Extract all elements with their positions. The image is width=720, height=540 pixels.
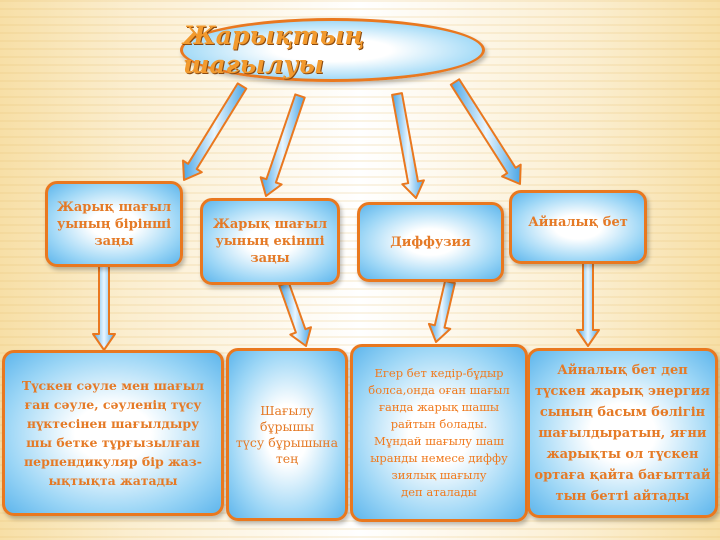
- second-law-line-3: заңы: [250, 251, 290, 266]
- diagram-title: Жарықтың шағылуы: [183, 21, 365, 79]
- title-oval: Жарықтың шағылуы: [180, 18, 485, 82]
- mirror-detail-line-1: Айналық бет деп: [557, 362, 688, 378]
- arrow-second-law-down: [278, 281, 312, 347]
- mirror-surface-label: Айналық бет: [528, 214, 628, 230]
- first-law-line-1: Жарық шағыл: [56, 199, 172, 215]
- arrow-title-to-first-law: [182, 82, 248, 181]
- second-law-line-2: уының екінші: [215, 234, 325, 249]
- first-law-detail-line-1: Түскен сәуле мен шағыл: [21, 378, 205, 393]
- box-mirror-surface: Айналық бет: [509, 190, 647, 264]
- arrow-title-to-diffusion: [391, 92, 425, 199]
- arrow-title-to-second-law: [259, 93, 306, 197]
- mirror-detail-line-6: ортаға қайта бағыттай: [534, 467, 711, 483]
- second-law-line-1: Жарық шағыл: [212, 217, 328, 232]
- second-law-detail-line-2: бұрышы: [259, 418, 315, 434]
- mirror-detail-line-4: шағылдыратын, яғни: [538, 425, 707, 441]
- first-law-detail-line-4: шы бетке тұрғызылған: [26, 435, 200, 450]
- first-law-line-2: уының бірінші: [56, 216, 172, 232]
- first-law-detail-line-6: ықтықта жатады: [48, 473, 178, 488]
- box-second-law-detail: Шағылу бұрышы түсу бұрышына тең: [226, 348, 348, 521]
- mirror-detail-line-5: жарықты ол түскен: [546, 446, 699, 462]
- diffusion-label: Диффузия: [390, 234, 471, 250]
- first-law-line-3: заңы: [94, 233, 134, 249]
- second-law-detail-line-3: түсу бұрышына: [235, 434, 339, 450]
- box-mirror-surface-detail: Айналық бет деп түскен жарық энергия сын…: [527, 348, 718, 518]
- diffusion-detail-line-3: ғанда жарық шашы: [378, 400, 500, 414]
- arrow-diffusion-down: [427, 279, 456, 343]
- diffusion-detail-line-4: райтын болады.: [390, 417, 488, 431]
- first-law-detail-line-3: нүктесінен шағылдыру: [26, 416, 200, 431]
- box-diffusion: Диффузия: [357, 202, 504, 282]
- box-diffusion-detail: Егер бет кедір-бұдыр болса,онда оған шағ…: [350, 344, 528, 522]
- box-first-law: Жарық шағыл уының бірінші заңы: [45, 181, 183, 267]
- first-law-detail-line-5: перпендикуляр бір жаз-: [24, 454, 202, 469]
- arrow-mirror-down: [576, 261, 600, 347]
- second-law-detail-line-4: тең: [275, 450, 299, 466]
- box-second-law: Жарық шағыл уының екінші заңы: [200, 198, 340, 285]
- diffusion-detail-line-2: болса,онда оған шағыл: [368, 383, 510, 397]
- mirror-detail-line-3: сының басым бөлігін: [539, 404, 706, 420]
- diffusion-detail-line-8: деп аталады: [401, 485, 477, 499]
- first-law-detail-line-2: ған сәуле, сәуленің түсу: [24, 397, 202, 412]
- diffusion-detail-line-6: ыранды немесе диффу: [370, 451, 508, 465]
- mirror-detail-line-2: түскен жарық энергия: [534, 383, 711, 399]
- second-law-detail-line-1: Шағылу: [260, 402, 314, 418]
- arrow-title-to-mirror: [449, 78, 522, 185]
- arrow-first-law-down: [92, 263, 116, 351]
- diffusion-detail-line-1: Егер бет кедір-бұдыр: [374, 366, 504, 380]
- diffusion-detail-line-5: Мұндай шағылу шаш: [374, 434, 504, 448]
- diffusion-detail-line-7: зиялық шағылу: [391, 468, 487, 482]
- mirror-detail-line-7: тын бетті айтады: [555, 488, 690, 504]
- box-first-law-detail: Түскен сәуле мен шағыл ған сәуле, сәулен…: [2, 350, 224, 516]
